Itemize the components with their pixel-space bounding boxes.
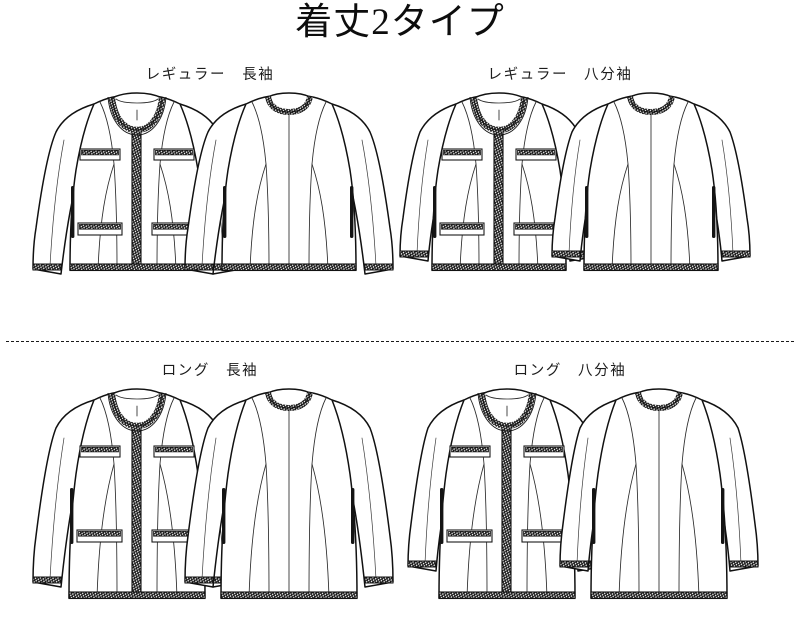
hip-pocket-left <box>77 222 123 236</box>
jacket-back-view <box>551 92 751 272</box>
chest-pocket-left <box>441 148 483 161</box>
chest-pocket-right <box>153 445 195 458</box>
chest-pocket-right <box>523 445 565 458</box>
hip-pocket-left <box>76 529 123 543</box>
section-caption-long-long-sleeve: ロング 長袖 <box>161 363 259 379</box>
chest-pocket-right <box>515 148 557 161</box>
hem-braid <box>431 263 567 272</box>
cuff-braid-left <box>407 560 437 568</box>
section-caption-regular-long-sleeve: レギュラー 長袖 <box>145 67 275 83</box>
row-divider <box>6 341 794 342</box>
figure-group-regular-three-quarter-sleeve <box>390 88 751 320</box>
center-front-braid <box>493 127 504 271</box>
chest-pocket-left <box>79 148 121 161</box>
hip-pocket-right <box>513 222 559 236</box>
chest-pocket-right <box>153 148 195 161</box>
chest-pocket-left <box>449 445 491 458</box>
jacket-back-view <box>184 92 394 275</box>
chest-pocket-left <box>79 445 121 458</box>
hip-pocket-left <box>439 222 485 236</box>
hem-braid <box>438 591 576 600</box>
hip-pocket-right <box>521 529 568 543</box>
cuff-braid-left <box>32 576 62 584</box>
center-front-braid <box>501 423 512 599</box>
section-caption-regular-three-quarter-sleeve: レギュラー 八分袖 <box>487 67 633 83</box>
section-caption-long-three-quarter-sleeve: ロング 八分袖 <box>513 363 627 379</box>
hem-braid <box>69 263 205 272</box>
figure-group-long-three-quarter-sleeve <box>398 384 759 619</box>
hip-pocket-left <box>446 529 493 543</box>
hem-braid <box>68 591 206 600</box>
center-front-braid <box>131 127 142 271</box>
figure-group-long-long-sleeve <box>28 384 394 619</box>
figure-group-regular-long-sleeve <box>28 88 394 320</box>
page-title: 着丈2タイプ <box>295 2 505 43</box>
cuff-braid-left <box>399 250 429 258</box>
center-front-braid <box>131 423 142 599</box>
jacket-back-view <box>559 388 759 600</box>
jacket-back-view <box>184 388 394 600</box>
cuff-braid-left <box>32 263 62 271</box>
